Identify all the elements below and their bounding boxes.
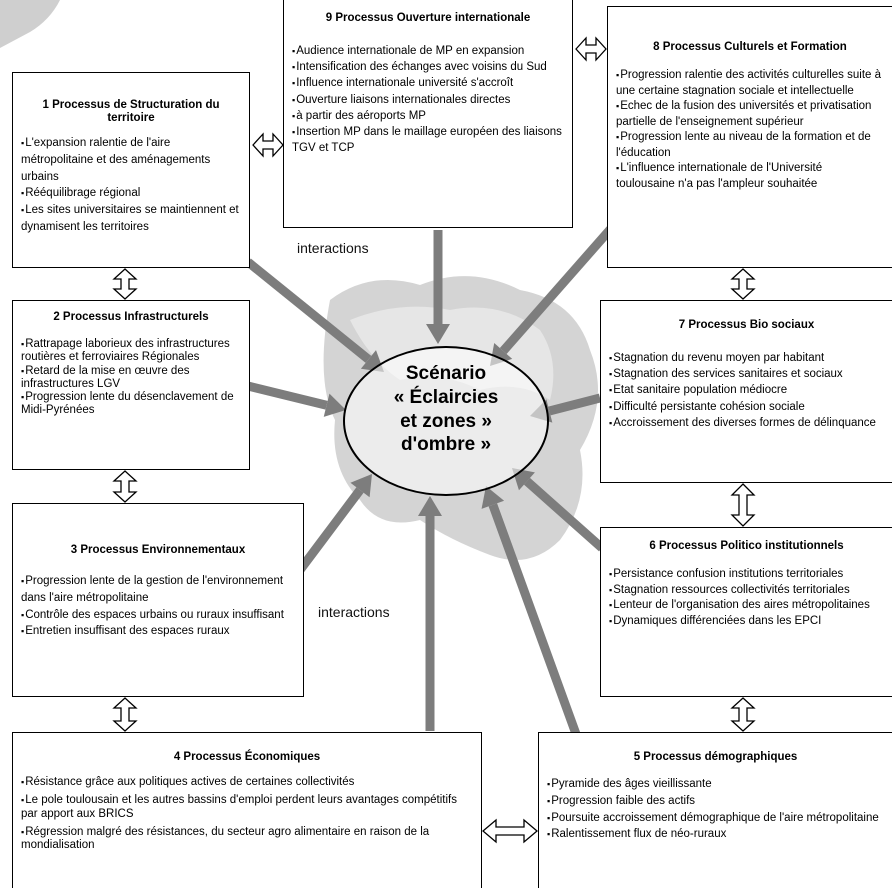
- process-5-item: Progression faible des actifs: [547, 793, 884, 810]
- process-box-3: 3 Processus Environnementaux Progression…: [12, 503, 304, 697]
- process-6-item: Dynamiques différenciées dans les EPCI: [609, 614, 884, 630]
- corner-map-fragment: [0, 0, 60, 48]
- double-arrow-icon: [730, 483, 756, 527]
- process-4-item: Régression malgré des résistances, du se…: [21, 826, 473, 854]
- process-8-item: Progression ralentie des activités cultu…: [616, 68, 884, 99]
- influence-arrow-shaft: [523, 477, 605, 552]
- process-7-item: Stagnation du revenu moyen par habitant: [609, 350, 884, 366]
- process-title-3: 3 Processus Environnementaux: [70, 544, 246, 556]
- scenario-title: Scénario « Éclaircies et zones » d'ombre…: [343, 362, 549, 457]
- influence-arrow-shaft: [245, 258, 372, 363]
- process-box-8: 8 Processus Culturels et Formation Progr…: [607, 6, 892, 268]
- process-8-item: L'influence internationale de l'Universi…: [616, 161, 884, 192]
- influence-arrow-head: [426, 324, 450, 344]
- influence-arrow-head: [418, 496, 442, 516]
- process-title-5: 5 Processus démographiques: [633, 751, 798, 763]
- process-box-4: 4 Processus Économiques Résistance grâce…: [12, 732, 482, 888]
- process-9-item: Audience internationale de MP en expansi…: [292, 43, 564, 59]
- double-arrow-icon: [112, 697, 138, 732]
- double-arrow-icon: [482, 818, 538, 844]
- double-arrow-icon: [112, 268, 138, 300]
- process-7-item: Difficulté persistante cohésion sociale: [609, 399, 884, 415]
- process-8-item: Progression lente au niveau de la format…: [616, 130, 884, 161]
- process-1-item: L'expansion ralentie de l'aire métropoli…: [21, 135, 241, 185]
- process-box-9: 9 Processus Ouverture internationale Aud…: [283, 0, 573, 228]
- process-9-item: Insertion MP dans le maillage européen d…: [292, 124, 564, 156]
- process-6-item: Stagnation ressources collectivités terr…: [609, 583, 884, 599]
- process-title-7: 7 Processus Bio sociaux: [678, 319, 815, 331]
- scenario-line-3: et zones »: [400, 410, 492, 432]
- scenario-ellipse: [343, 346, 549, 496]
- process-5-item: Pyramide des âges vieillissante: [547, 776, 884, 793]
- process-2-item: Retard de la mise en œuvre des infrastru…: [21, 365, 241, 391]
- process-3-item: Contrôle des espaces urbains ou ruraux i…: [21, 607, 295, 624]
- process-1-item: Les sites universitaires se maintiennent…: [21, 202, 241, 235]
- process-1-item: Rééquilibrage régional: [21, 185, 241, 202]
- process-title-2: 2 Processus Infrastructurels: [53, 311, 209, 323]
- process-9-item: Influence internationale université s'ac…: [292, 75, 564, 91]
- process-2-item: Progression lente du désenclavement de M…: [21, 391, 241, 417]
- process-title-8: 8 Processus Culturels et Formation: [653, 41, 847, 53]
- process-5-item: Ralentissement flux de néo-ruraux: [547, 826, 884, 843]
- process-9-item: à partir des aéroports MP: [292, 108, 564, 124]
- process-3-item: Progression lente de la gestion de l'env…: [21, 573, 295, 606]
- process-title-6: 6 Processus Politico institutionnels: [649, 540, 844, 552]
- process-box-7: 7 Processus Bio sociaux Stagnation du re…: [600, 300, 892, 483]
- process-6-item: Persistance confusion institutions terri…: [609, 567, 884, 583]
- process-9-item: Ouverture liaisons internationales direc…: [292, 92, 564, 108]
- process-7-item: Accroissement des diverses formes de dél…: [609, 415, 884, 431]
- process-box-2: 2 Processus Infrastructurels Rattrapage …: [12, 300, 250, 470]
- influence-arrow-shaft: [246, 381, 328, 410]
- influence-arrow-shaft: [296, 487, 364, 573]
- interactions-label-top: interactions: [297, 240, 369, 256]
- process-box-5: 5 Processus démographiques Pyramide des …: [538, 732, 892, 888]
- process-box-6: 6 Processus Politico institutionnels Per…: [600, 527, 892, 697]
- scenario-line-4: d'ombre »: [400, 434, 492, 456]
- double-arrow-icon: [730, 268, 756, 300]
- process-title-1: 1 Processus de Structuration du territoi…: [42, 99, 220, 125]
- influence-arrow-shaft: [548, 393, 602, 416]
- influence-arrow-head: [481, 486, 505, 509]
- process-3-item: Entretien insuffisant des espaces ruraux: [21, 623, 295, 640]
- influence-arrow-head: [323, 393, 346, 417]
- process-4-item: Résistance grâce aux politiques actives …: [21, 776, 473, 790]
- process-5-item: Poursuite accroissement démographique de…: [547, 810, 884, 827]
- process-2-item: Rattrapage laborieux des infrastructures…: [21, 338, 241, 364]
- influence-arrow-head: [350, 474, 372, 498]
- process-6-item: Lenteur de l'organisation des aires métr…: [609, 598, 884, 614]
- double-arrow-icon: [575, 36, 607, 62]
- double-arrow-icon: [112, 470, 138, 503]
- double-arrow-icon: [730, 697, 756, 732]
- double-arrow-icon: [252, 132, 284, 158]
- process-4-item: Le pole toulousain et les autres bassins…: [21, 794, 473, 822]
- influence-arrow-shaft: [488, 503, 581, 736]
- scenario-line-1: Scénario: [405, 363, 487, 384]
- influence-arrow-shaft: [499, 213, 626, 354]
- process-8-item: Echec de la fusion des universités et pr…: [616, 99, 884, 130]
- process-7-item: Etat sanitaire population médiocre: [609, 382, 884, 398]
- interactions-label-bottom: interactions: [318, 604, 390, 620]
- process-9-item: Intensification des échanges avec voisin…: [292, 59, 564, 75]
- process-box-1: 1 Processus de Structuration du territoi…: [12, 72, 250, 268]
- scenario-line-2: « Éclaircies: [393, 386, 499, 408]
- process-title-4: 4 Processus Économiques: [173, 751, 321, 763]
- process-7-item: Stagnation des services sanitaires et so…: [609, 366, 884, 382]
- process-title-9: 9 Processus Ouverture internationale: [325, 12, 531, 24]
